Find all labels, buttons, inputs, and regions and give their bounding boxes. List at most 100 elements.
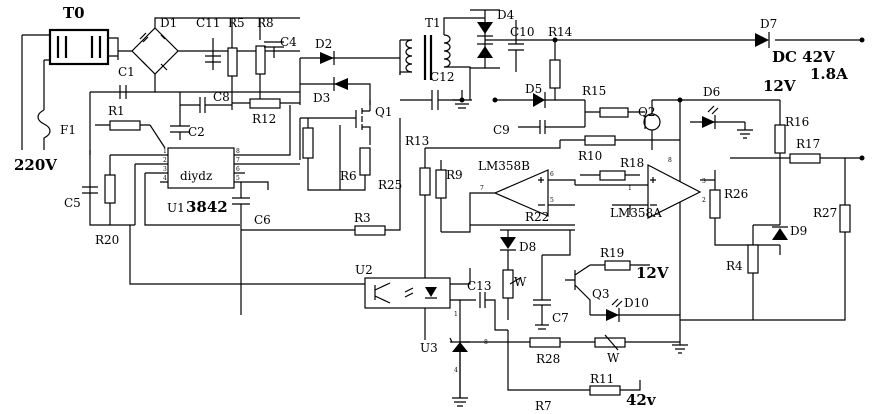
capacitor-c11 — [205, 55, 221, 63]
label-w1: W — [514, 275, 527, 289]
resistor-r1 — [95, 120, 150, 131]
label-diydz: diydz — [180, 169, 212, 183]
label-r15: R15 — [582, 84, 606, 98]
label-r28: R28 — [536, 352, 560, 366]
label-c4: C4 — [280, 35, 297, 49]
label-c13: C13 — [467, 279, 491, 293]
label-c6: C6 — [254, 213, 271, 227]
label-r20: R20 — [95, 233, 119, 247]
resistor-r17 — [730, 153, 862, 164]
label-r3: R3 — [354, 211, 371, 225]
label-r10: R10 — [578, 149, 602, 163]
label-r6: R6 — [340, 169, 357, 183]
ic-u1-3842 — [160, 147, 245, 189]
diode-d2 — [300, 51, 350, 65]
resistor-r18 — [580, 170, 640, 181]
capacitor-c4 — [264, 41, 284, 58]
label-current: 1.8A — [810, 65, 848, 83]
led-d6 — [690, 105, 753, 139]
resistor-r22 — [441, 225, 575, 233]
label-q2: Q2 — [638, 105, 655, 119]
label-q1: Q1 — [375, 105, 392, 119]
resistor-r16 — [774, 124, 786, 154]
label-dc-out: DC 42V — [772, 48, 835, 66]
label-220v: 220V — [14, 156, 57, 174]
label-12v-top: 12V — [763, 77, 796, 95]
label-d7: D7 — [760, 17, 777, 31]
label-r16: R16 — [785, 115, 809, 129]
label-r13: R13 — [405, 134, 429, 148]
transistor-q3 — [565, 264, 591, 315]
label-r26: R26 — [724, 187, 748, 201]
label-r4: R4 — [726, 259, 743, 273]
label-t1: T1 — [425, 16, 441, 30]
pin-u1-4: 4 — [163, 175, 167, 182]
pin-u1-6: 6 — [236, 166, 240, 173]
bridge-rectifier-d1 — [118, 17, 300, 92]
potentiometer-w2 — [594, 334, 680, 351]
label-r11: R11 — [590, 372, 614, 386]
resistor-r25 — [359, 147, 371, 176]
label-d8: D8 — [519, 240, 536, 254]
opamp-lm358b — [469, 169, 576, 226]
resistor-r8 — [255, 45, 266, 75]
diode-d5 — [492, 92, 585, 108]
label-c7: C7 — [552, 311, 569, 325]
label-r9: R9 — [446, 168, 463, 182]
label-lm358b: LM358B — [478, 159, 530, 173]
pin-u1-7: 7 — [236, 157, 240, 164]
pin-opa-3: 3 — [702, 178, 706, 185]
resistor-r11 — [507, 330, 641, 396]
pin-u3-8: 8 — [484, 339, 488, 346]
transformer-t0 — [48, 28, 119, 66]
pin-u1-8: 8 — [236, 148, 240, 155]
resistor-r5 — [227, 47, 238, 77]
diode-d7 — [755, 32, 770, 48]
diode-d9 — [772, 226, 788, 255]
label-r22: R22 — [525, 210, 549, 224]
label-d4: D4 — [497, 8, 515, 22]
potentiometer-w1 — [502, 269, 521, 320]
label-d3: D3 — [313, 91, 330, 105]
label-c8: C8 — [213, 90, 230, 104]
capacitor-c12 — [400, 90, 462, 110]
label-r5: R5 — [228, 16, 245, 30]
label-c11: C11 — [196, 16, 220, 30]
pin-u3-4: 4 — [454, 367, 458, 374]
ground-symbol — [452, 90, 472, 109]
mosfet-q1 — [290, 100, 371, 165]
pin-u1-2: 2 — [163, 157, 167, 164]
label-r14: R14 — [548, 25, 573, 39]
pin-opa-2: 2 — [702, 197, 706, 204]
diode-d8 — [500, 230, 516, 270]
label-r18: R18 — [620, 156, 644, 170]
opamp-lm358a — [575, 164, 702, 219]
resistor-r6 — [302, 127, 314, 159]
label-f1: F1 — [60, 123, 76, 137]
label-d1: D1 — [160, 16, 177, 30]
capacitor-c1 — [119, 85, 127, 99]
resistor-r26 — [709, 189, 721, 219]
capacitor-c10 — [508, 20, 524, 72]
pin-u1-1: 1 — [163, 148, 167, 155]
label-t0: T0 — [63, 4, 85, 22]
label-u1: U1 — [167, 201, 185, 215]
transistor-q2 — [640, 100, 661, 150]
capacitor-c13 — [460, 292, 508, 331]
resistor-r9 — [435, 169, 447, 199]
resistor-r20 — [104, 174, 116, 204]
pin-opa-1: 1 — [628, 185, 632, 192]
label-r25: R25 — [378, 178, 402, 192]
transformer-t1 — [399, 17, 485, 100]
optocoupler-u2 — [364, 268, 471, 340]
diode-d3 — [299, 58, 350, 105]
label-q3: Q3 — [592, 287, 609, 301]
resistor-r3 — [241, 118, 401, 236]
label-r19: R19 — [600, 246, 624, 260]
label-d6: D6 — [703, 85, 720, 99]
resistor-r27 — [839, 204, 851, 233]
pin-u3-1: 1 — [454, 311, 458, 318]
label-12v-mid: 12V — [636, 264, 669, 282]
capacitor-c9 — [518, 120, 585, 134]
